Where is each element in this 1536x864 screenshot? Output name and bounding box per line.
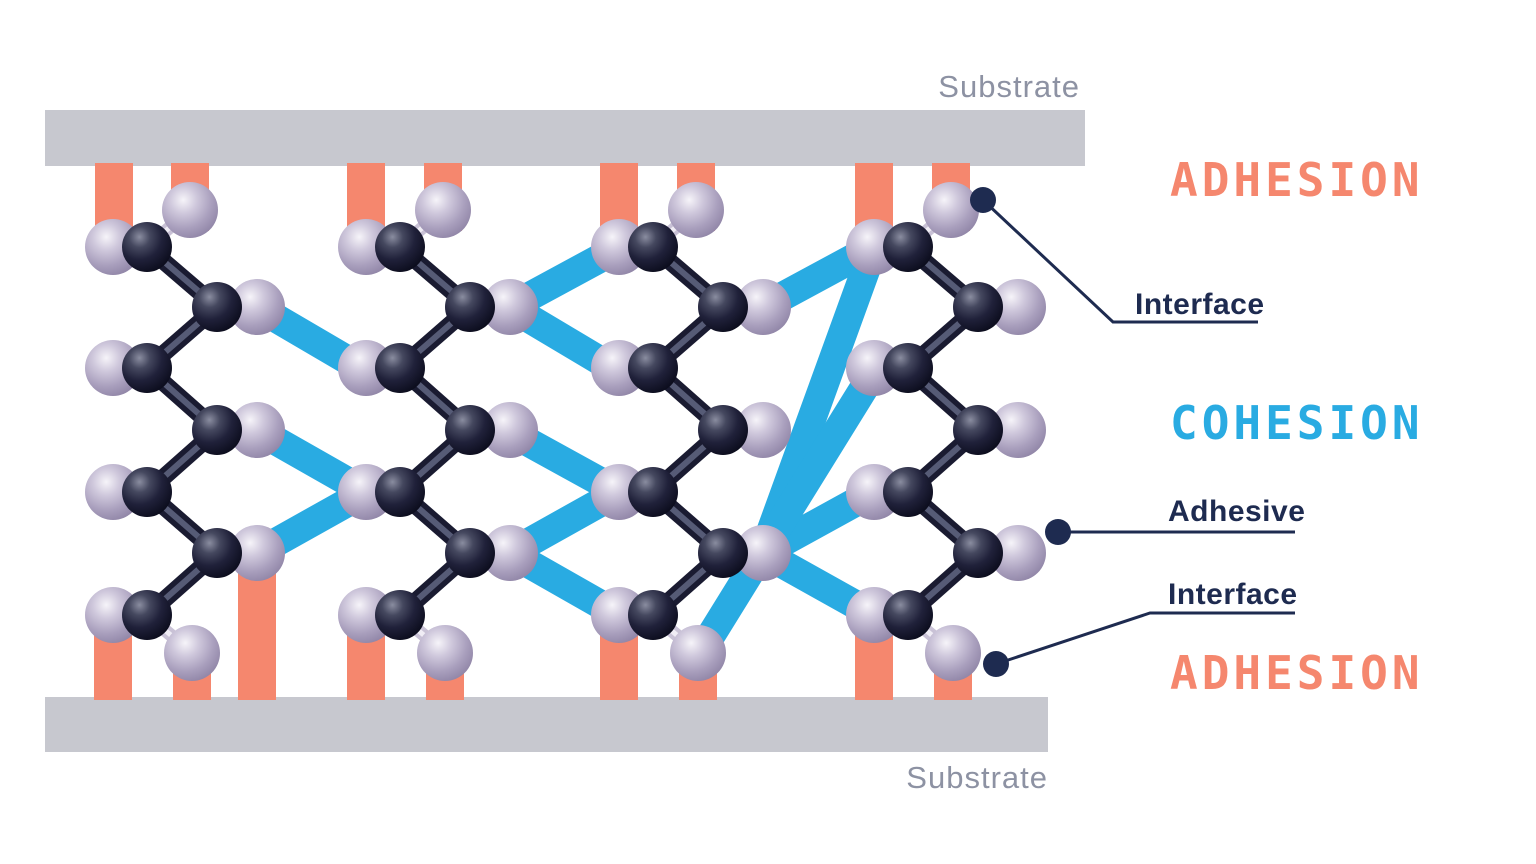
hydrogen-atom [229,525,285,581]
interface-label-bottom: Interface [1168,578,1298,611]
cohesion-title: COHESION [1170,396,1424,450]
hydrogen-atom [925,625,981,681]
callout-line-interface-top [981,198,1258,324]
carbon-atom [628,467,678,517]
carbon-atom [375,343,425,393]
hydrogen-atom [990,279,1046,335]
hydrogen-atom [162,182,218,238]
hydrogen-atom [482,402,538,458]
callout-dot-interface-top [970,187,996,213]
hydrogen-atom [482,525,538,581]
substrate-label-bottom: Substrate [906,760,1048,795]
carbon-atom [375,222,425,272]
hydrogen-atom [990,525,1046,581]
substrate-top-bar [45,110,1085,166]
carbon-atom [192,528,242,578]
carbon-atom [628,343,678,393]
carbon-atom [698,405,748,455]
hydrogen-atom [482,279,538,335]
carbon-atom [628,222,678,272]
carbon-atom [445,405,495,455]
hydrogen-atom [668,182,724,238]
callout-line-interface-bottom [995,611,1295,666]
carbon-atom [883,467,933,517]
carbon-atom [953,282,1003,332]
hydrogen-atom [415,182,471,238]
hydrogen-atom [735,525,791,581]
hydrogen-atom [229,279,285,335]
polymer-chain-2 [338,182,538,681]
cohesion-bond [685,357,889,668]
adhesion-title-bottom: ADHESION [1170,646,1424,700]
carbon-atom [375,590,425,640]
hydrogen-atom [670,625,726,681]
carbon-atom [445,282,495,332]
polymer-chain-3 [591,182,791,681]
substrate-layer [45,110,1085,752]
carbon-atom [122,467,172,517]
polymer-chain-4 [846,182,1046,681]
hydrogen-atom [164,625,220,681]
carbon-atom [883,222,933,272]
hydrogen-atom [990,402,1046,458]
carbon-atom [192,405,242,455]
carbon-atom [953,528,1003,578]
carbon-atom [883,590,933,640]
carbon-atom [883,343,933,393]
carbon-atom [445,528,495,578]
interface-label-top: Interface [1135,288,1265,321]
carbon-atom [375,467,425,517]
callout-dot-adhesive [1045,519,1071,545]
carbon-atom [698,528,748,578]
carbon-atom [192,282,242,332]
hydrogen-atom [735,402,791,458]
carbon-atom [628,590,678,640]
hydrogen-atom [417,625,473,681]
polymer-chain-1 [85,182,285,681]
hydrogen-atom [923,182,979,238]
adhesive-label: Adhesive [1168,495,1306,528]
substrate-bottom-bar [45,697,1048,752]
carbon-atom [122,590,172,640]
hydrogen-atom [229,402,285,458]
hydrogen-atom [735,279,791,335]
callout-lines-layer [970,187,1295,677]
carbon-atom [122,343,172,393]
carbon-atom [122,222,172,272]
polymer-chains-layer [85,182,1046,681]
substrate-label-top: Substrate [938,69,1080,104]
carbon-atom [698,282,748,332]
adhesion-bond-bar [238,570,276,700]
adhesion-title-top: ADHESION [1170,153,1424,207]
callout-dot-interface-bottom [983,651,1009,677]
carbon-atom [953,405,1003,455]
